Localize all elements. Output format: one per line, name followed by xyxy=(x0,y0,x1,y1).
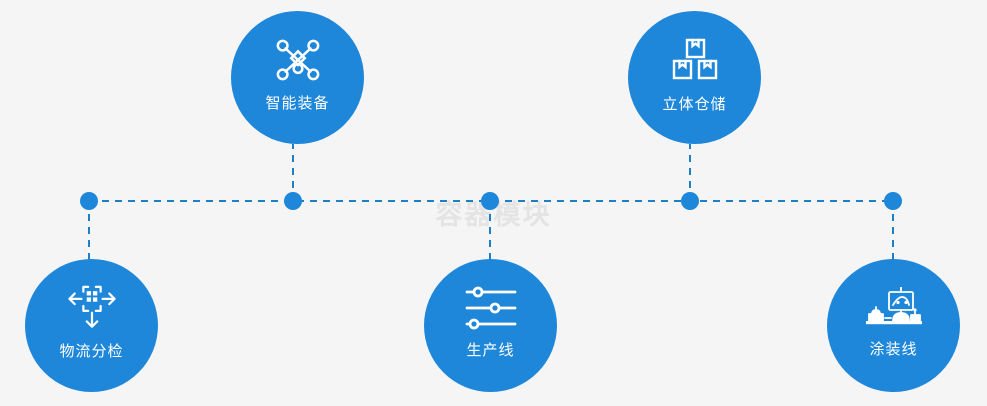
sliders-icon xyxy=(465,286,516,330)
junction-dot xyxy=(80,192,98,210)
node-label: 智能装备 xyxy=(265,95,330,112)
node-painting-line[interactable]: 涂装线 xyxy=(827,259,960,392)
sorting-arrows-icon xyxy=(67,285,116,328)
node-label: 物流分检 xyxy=(59,343,124,360)
node-logistics-sorting[interactable]: 物流分检 xyxy=(25,259,158,392)
node-production-line[interactable]: 生产线 xyxy=(424,259,557,392)
node-label: 立体仓储 xyxy=(662,96,727,113)
node-label: 生产线 xyxy=(466,342,515,359)
node-label: 涂装线 xyxy=(869,341,918,358)
junction-dot xyxy=(481,192,499,210)
junction-dot xyxy=(884,192,902,210)
junction-dot xyxy=(284,192,302,210)
stacked-boxes-icon xyxy=(672,38,717,80)
network-nodes-icon xyxy=(276,39,319,81)
node-stereo-warehouse[interactable]: 立体仓储 xyxy=(628,11,761,144)
junction-dot xyxy=(681,192,699,210)
paint-booth-icon xyxy=(865,287,922,325)
node-smart-equipment[interactable]: 智能装备 xyxy=(231,11,364,144)
